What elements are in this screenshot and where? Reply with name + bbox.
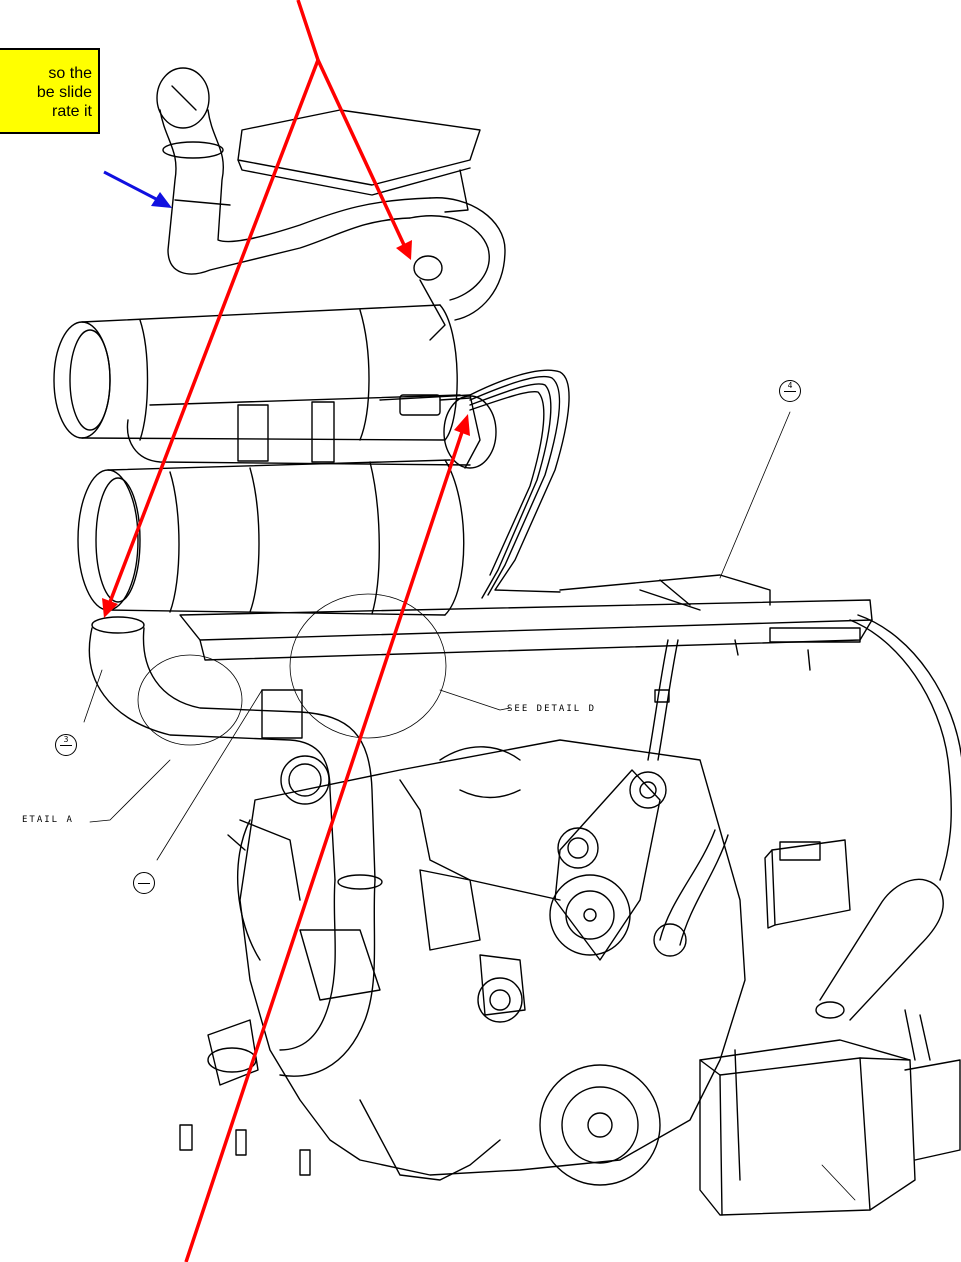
item-balloon-4-number: 4 (784, 381, 796, 392)
ecm-module (764, 839, 851, 929)
mount-bracket-left (179, 1019, 311, 1176)
middle-connector-pipe (126, 394, 497, 469)
engine-block (227, 739, 746, 1181)
mounting-plate-top (237, 109, 481, 213)
mounting-frame-rail (179, 574, 873, 671)
outlet-elbow-pipe (409, 197, 506, 341)
pulley-belt-assembly (477, 769, 729, 1186)
detail-a-label: ETAIL A (22, 815, 74, 825)
vertical-hose (647, 639, 679, 761)
blue-arrow (103, 170, 172, 208)
air-intake-hose (815, 614, 961, 1061)
yellow-callout-note: so the be slide rate it (0, 48, 100, 134)
item-balloon-blank (133, 872, 155, 894)
inlet-elbow-pipe (156, 67, 431, 275)
item-balloon-4: 4 (779, 380, 801, 402)
see-detail-d-label: SEE DETAIL D (507, 704, 597, 714)
red-annotation-arrows (102, 0, 470, 1262)
upper-aftertreatment-cylinder (53, 304, 458, 441)
exhaust-outlet-pipe (88, 616, 383, 1077)
leader-lines (83, 411, 856, 1201)
item-balloon-3: 3 (55, 734, 77, 756)
tank-assembly (699, 1039, 961, 1216)
item-balloon-3-number: 3 (60, 735, 72, 746)
item-balloon-blank-number (138, 873, 150, 884)
sensor-harness (399, 369, 570, 599)
